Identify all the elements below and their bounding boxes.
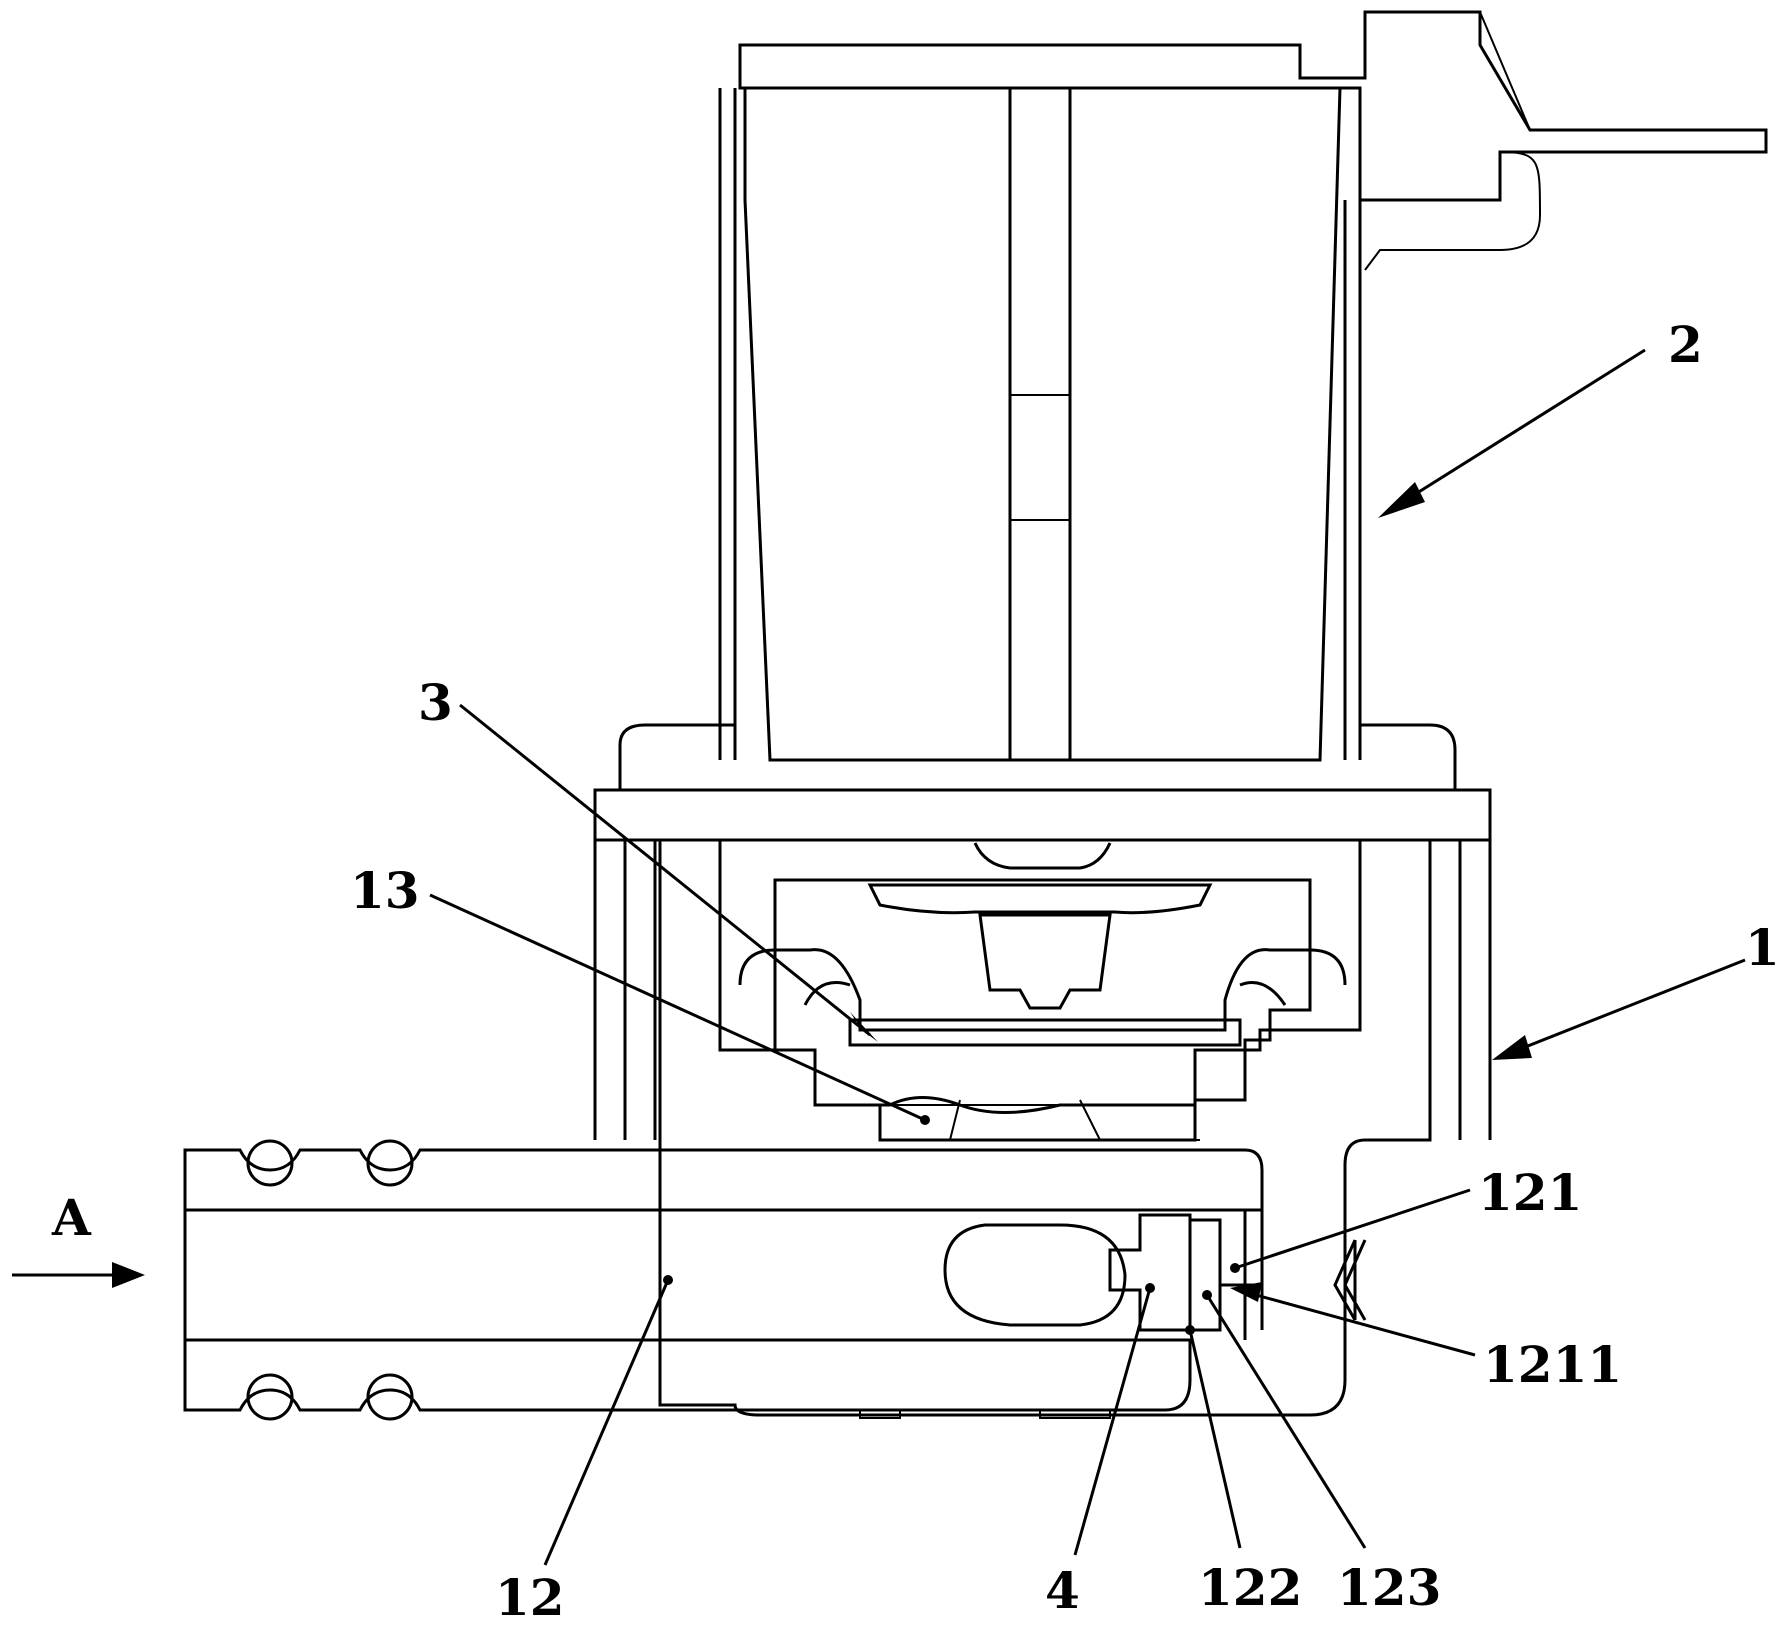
check-valve-4 [1108,1213,1192,1332]
arrow-A [112,1262,145,1288]
diaphragm-fold [803,981,1287,1006]
o-ring-bottom-1 [246,1373,294,1421]
coil-winding-right [1068,86,1342,762]
chamber-inner-detail [815,1099,1200,1141]
coil-shell-right [1343,200,1362,760]
label-13: 13 [350,861,420,920]
outlet-port [943,1223,1127,1327]
leader-13 [429,893,926,1122]
dot-123 [1202,1290,1212,1300]
bottom-nubs [859,1410,1111,1419]
leader-4 [1073,1287,1152,1556]
coil-winding-left [743,86,1012,762]
leader-123 [1205,1294,1367,1549]
leaders [12,348,1746,1566]
leader-3 [459,703,871,1037]
leader-2 [1389,348,1646,512]
leader-122 [1188,1329,1242,1549]
label-12: 12 [495,1568,565,1627]
coil-core-gap [1008,86,1072,762]
dot-13 [920,1115,930,1125]
label-A: A [51,1188,92,1247]
coil-flange [618,723,1457,790]
o-ring-bottom-2 [366,1373,414,1421]
label-122: 122 [1198,1558,1302,1617]
diaphragm-assembly [738,842,1347,1047]
diaphragm-base [848,1018,1242,1047]
diaphragm-membrane [738,948,1347,1032]
leader-1211 [1244,1290,1476,1357]
label-2: 2 [1668,315,1703,374]
o-ring-top-2 [366,1139,414,1187]
arrow-1 [1492,1035,1532,1060]
seat-122 [1188,1218,1222,1332]
plunger [978,913,1112,1010]
label-4: 4 [1045,1561,1080,1620]
body-outer-wall-left [593,840,657,1140]
chamber-cutout [773,878,1312,1142]
label-1: 1 [1745,918,1778,977]
terminal-lead [1364,11,1542,271]
dot-12 [663,1275,673,1285]
arrow-3 [850,1012,878,1042]
label-121: 121 [1478,1163,1582,1222]
coil-shell-left [718,88,737,760]
reference-labels: 2 3 13 1 121 1211 A 12 4 122 123 [51,315,1778,1627]
inlet-pipe [183,1139,1367,1421]
label-123: 123 [1337,1558,1441,1617]
leader-1 [1504,958,1746,1057]
leader-121 [1234,1188,1471,1270]
armature-top [973,842,1112,870]
coil-assembly [618,10,1768,790]
outlet-right-wall [1220,1170,1264,1340]
armature-disc [867,883,1213,915]
cover-plate [593,788,1492,842]
pipe-wall-top [183,1148,1264,1212]
label-1211: 1211 [1483,1335,1622,1394]
label-3: 3 [418,673,453,732]
arrow-2 [1378,482,1425,518]
body-outer-wall-right [1428,840,1492,1140]
o-ring-top-1 [246,1139,294,1187]
arrow-1211 [1230,1282,1262,1302]
dot-121 [1230,1263,1240,1273]
leader-12 [543,1279,670,1566]
valve-body [593,838,1492,1417]
coil-top-cap [738,10,1768,202]
body-main-section [658,838,1432,1417]
side-clip [1333,1239,1367,1321]
dot-122 [1185,1325,1195,1335]
dot-4 [1145,1283,1155,1293]
pipe-wall-bottom [183,1338,1192,1412]
